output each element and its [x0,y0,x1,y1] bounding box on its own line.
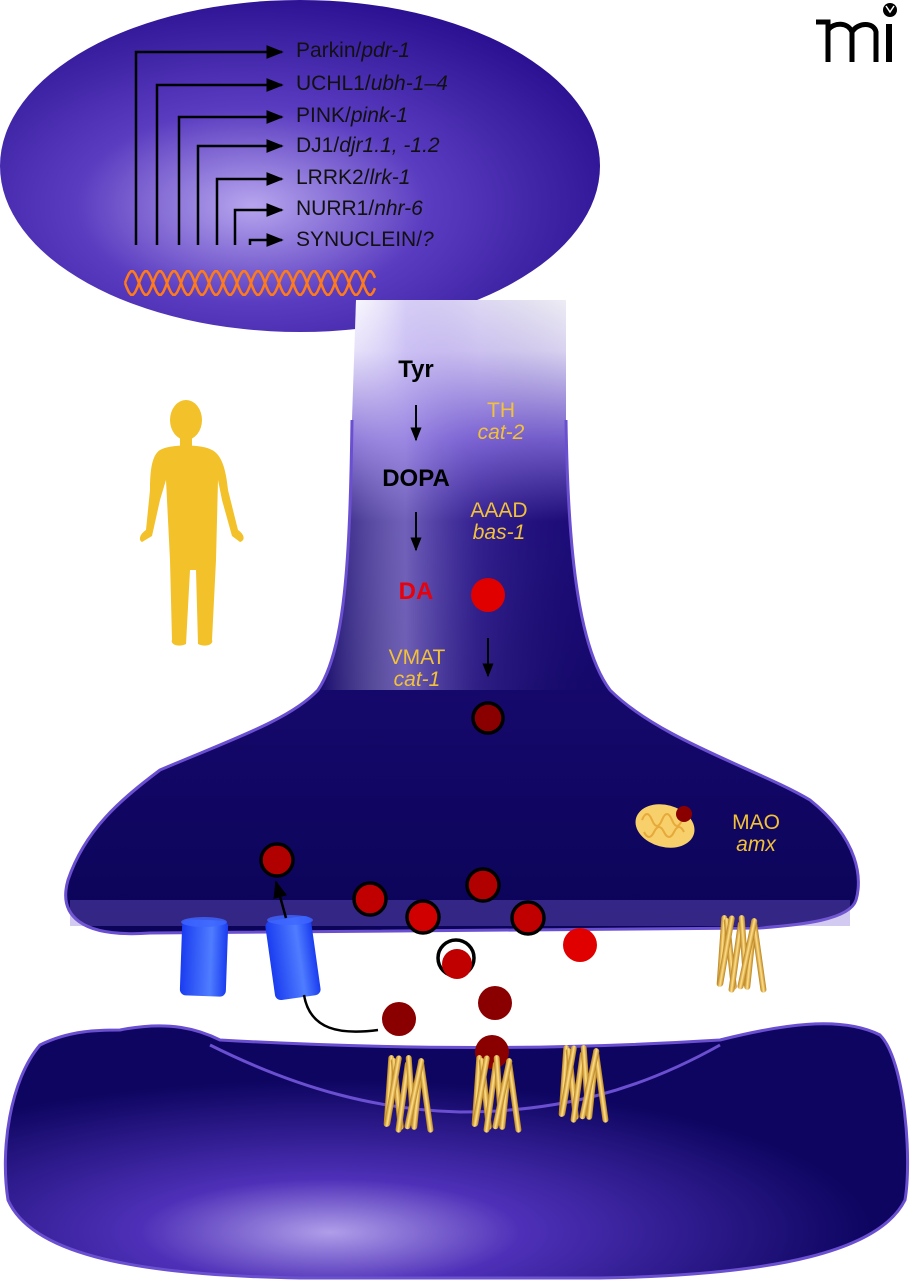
arrow-uchl1 [155,78,284,245]
receptor-rod [579,1048,600,1120]
receptor-rod [728,921,744,993]
dopamine-molecule-icon [471,578,505,612]
arrow-pink [177,110,284,245]
terminal-membrane [64,419,860,936]
receptor-rod [383,1055,395,1127]
gene-label-nurr1: NURR1/nhr-6 [296,197,423,220]
receptor-rod [737,918,758,990]
mao-dopamine [676,806,692,822]
postsynaptic-cell [3,1022,910,1280]
receptor-rod [471,1055,483,1127]
vesicle-icon [352,881,388,917]
gene-label-lrrk2: LRRK2/lrk-1 [296,166,411,189]
receptor-rod [492,1058,513,1130]
metabolite-dopa: DOPA [382,465,450,492]
gene-label-parkin: Parkin/pdr-1 [296,39,411,62]
gene-label-synuclein: SYNUCLEIN/? [296,228,434,251]
arrow-lrrk2 [215,172,284,245]
receptor-rod [593,1051,609,1123]
metabolite-tyr: Tyr [398,356,434,383]
nucleus [0,0,600,332]
dopamine-transporter-icon [265,915,321,1001]
dopamine-receptor-icon [558,1045,609,1123]
receptor-rod [384,1055,402,1127]
receptor-rod [570,1051,586,1123]
dopamine-layer [259,578,597,1069]
gene-label-pink: PINK/pink-1 [296,104,409,127]
receptor-rod [558,1045,570,1117]
arrow-synuclein [248,233,284,247]
receptor-rod [404,1058,425,1130]
dopamine-molecule-icon [478,986,512,1020]
receptor-rod [559,1045,577,1117]
postsynaptic-membrane-fold [209,1043,721,1114]
reuptake-arrow [273,880,288,919]
vesicle-icon [405,899,441,935]
receptor-rod [716,915,728,987]
receptor-rod [717,915,735,987]
dopamine-molecule-icon [382,1002,416,1036]
vesicle-icon [259,842,295,878]
axon-shading [318,300,610,690]
gene-label-uchl1: UCHL1/ubh-1–4 [296,72,448,95]
vesicle-icon [471,701,505,735]
dna-helix-icon [123,270,377,296]
receptor-layer [383,915,767,1133]
gene-label-dj1: DJ1/djr1.1, -1.2 [296,134,440,157]
arrow-dj1 [196,139,284,245]
receptor-rod [751,921,767,993]
dopamine-molecule-icon [442,949,472,979]
human-silhouette-icon [139,400,244,646]
vesicle-icon [465,867,501,903]
publisher-logo [816,3,897,62]
dopamine-molecule-icon [563,928,597,962]
receptor-rod [395,1061,411,1133]
arrow-nurr1 [233,203,284,245]
dopamine-receptor-icon [471,1055,522,1133]
receptor-rod [506,1061,522,1133]
receptor-rod [418,1061,434,1133]
vesicle-icon [510,900,546,936]
arrow-parkin [134,45,284,245]
receptor-rod [483,1061,499,1133]
dopamine-transporter-icon [179,917,229,997]
metabolite-da: DA [398,578,434,605]
reuptake-curve [302,994,379,1033]
receptor-rod [472,1055,490,1127]
dopamine-receptor-icon [716,915,767,993]
mitochondrion-icon [635,804,695,848]
dopamine-receptor-icon [383,1055,434,1133]
gene-arrows [134,45,284,247]
